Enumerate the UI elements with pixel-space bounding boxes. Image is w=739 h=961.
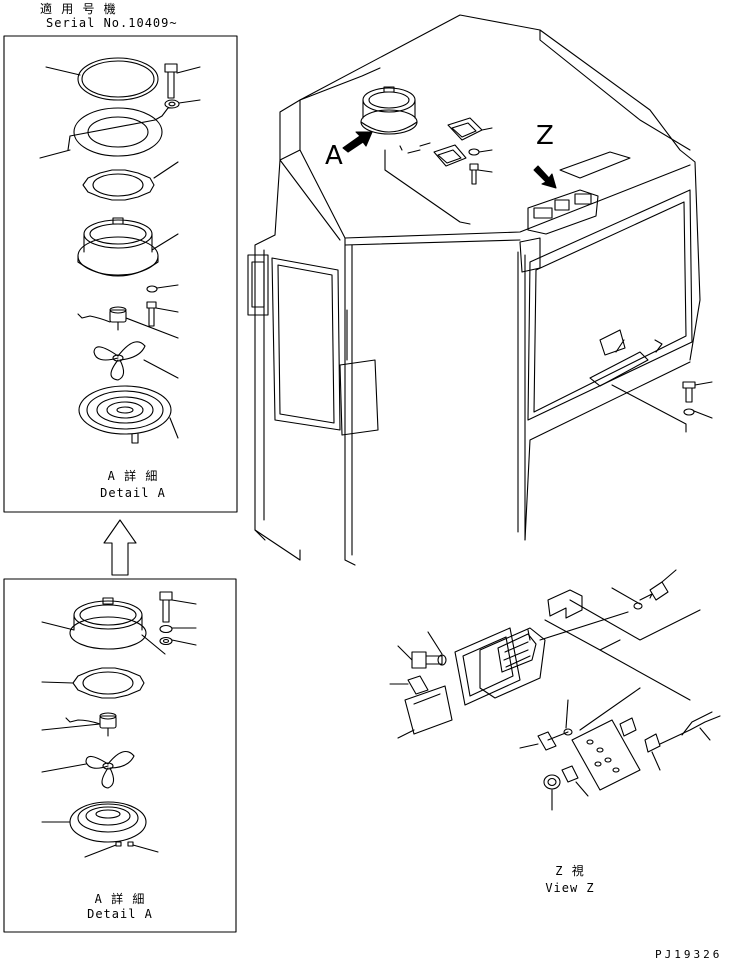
drawing-number: PJ19326 bbox=[655, 948, 723, 961]
roof-ventilator bbox=[360, 86, 418, 135]
arrow-a-label: A bbox=[325, 141, 343, 171]
detail-a-top-label-jp: A 詳 細 bbox=[107, 469, 159, 483]
arrow-z-icon bbox=[533, 165, 557, 189]
serial-number-label: Serial No.10409~ bbox=[46, 16, 178, 30]
up-arrow-icon bbox=[103, 519, 137, 576]
mirror-bolt bbox=[611, 381, 713, 433]
detail-a-top-label-en: Detail A bbox=[100, 486, 166, 500]
applicable-serial-label-jp: 適 用 号 機 bbox=[40, 2, 117, 16]
roof-latches bbox=[407, 117, 493, 185]
cab-body bbox=[247, 14, 701, 566]
detail-a-bottom-label-en: Detail A bbox=[87, 907, 153, 921]
view-z-parts bbox=[389, 569, 721, 811]
view-z-label-jp: Z 視 bbox=[555, 864, 585, 878]
detail-a-bottom-parts bbox=[41, 591, 197, 858]
arrow-a-icon bbox=[342, 131, 373, 153]
detail-a-top-parts bbox=[39, 57, 201, 444]
view-z-label-en: View Z bbox=[545, 881, 595, 895]
detail-a-bottom-frame bbox=[3, 578, 237, 933]
detail-a-bottom-label-jp: A 詳 細 bbox=[94, 892, 146, 906]
detail-a-top-frame bbox=[3, 35, 238, 513]
arrow-z-label: Z bbox=[536, 121, 554, 151]
